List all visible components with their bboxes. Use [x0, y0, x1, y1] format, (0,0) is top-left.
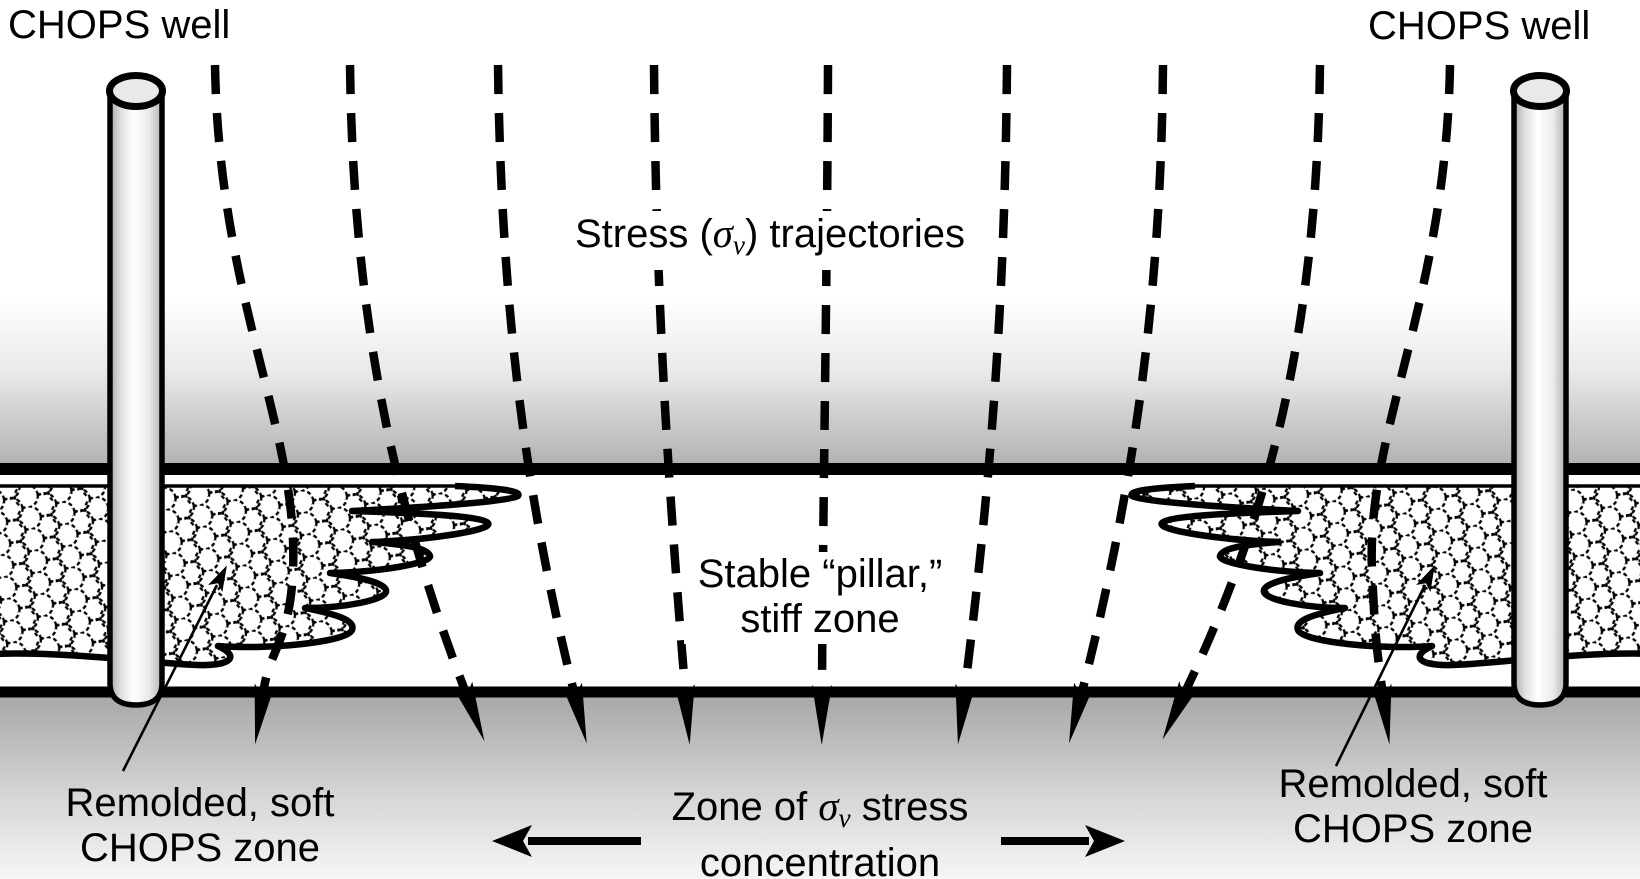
stress-trajectory-7	[1069, 64, 1168, 744]
stable-pillar-line2: stiff zone	[740, 597, 900, 641]
overburden-gradient	[0, 298, 1640, 464]
remolded-zone-label-right: Remolded, soft CHOPS zone	[1243, 762, 1583, 852]
remolded-right-line1: Remolded, soft	[1278, 762, 1548, 806]
stress-trajectory-3	[493, 64, 587, 744]
sigma-subscript-v: v	[732, 229, 745, 260]
right-leader-arrow	[1334, 565, 1435, 767]
stress-trajectories-label: Stress (σv) trajectories	[560, 211, 980, 270]
left-leader-arrow	[121, 565, 227, 772]
right-well-pipe	[1511, 88, 1569, 708]
stable-pillar-label-wrap: Stable “pillar,” stiff zone	[0, 552, 1640, 644]
right-chops-well	[1510, 72, 1570, 708]
stress-trajectory-9	[1367, 64, 1455, 745]
stress-label-post: ) trajectories	[744, 212, 966, 256]
stress-trajectory-1	[210, 64, 298, 745]
stress-trajectory-6	[955, 64, 1012, 745]
remolded-zone-label-left: Remolded, soft CHOPS zone	[30, 781, 370, 871]
stable-pillar-label: Stable “pillar,” stiff zone	[683, 552, 957, 644]
chops-well-label-right: CHOPS well	[1368, 4, 1591, 48]
zone-label-pre: Zone of	[671, 785, 819, 829]
chops-well-label-left: CHOPS well	[8, 3, 231, 47]
remolded-left-line1: Remolded, soft	[65, 781, 335, 825]
right-remolded-zone-outline	[1128, 482, 1640, 669]
right-well-cap	[1510, 72, 1570, 110]
remolded-right-line2: CHOPS zone	[1292, 807, 1534, 851]
left-remolded-zone-outline	[0, 482, 522, 669]
stress-trajectories-label-wrap: Stress (σv) trajectories	[0, 211, 1590, 270]
sigma-symbol: σ	[712, 211, 733, 256]
stress-concentration-line2: concentration	[699, 840, 941, 879]
stress-trajectory-8	[1162, 64, 1325, 740]
stable-pillar-line1: Stable “pillar,”	[697, 552, 943, 596]
stress-label-pre: Stress (	[574, 212, 713, 256]
left-well-pipe	[107, 88, 165, 708]
stress-trajectory-2	[345, 64, 485, 742]
zone-sigma-subscript-v: v	[838, 802, 851, 833]
stress-trajectory-4	[649, 64, 695, 745]
stress-concentration-line1: Zone of σv stress	[0, 784, 1640, 841]
remolded-left-line2: CHOPS zone	[79, 826, 321, 870]
zone-label-post: stress	[850, 785, 969, 829]
left-chops-well	[106, 72, 166, 708]
left-well-cap	[106, 72, 166, 110]
stress-concentration-label: Zone of σv stress concentration	[0, 784, 1640, 879]
zone-sigma-symbol: σ	[818, 784, 839, 829]
